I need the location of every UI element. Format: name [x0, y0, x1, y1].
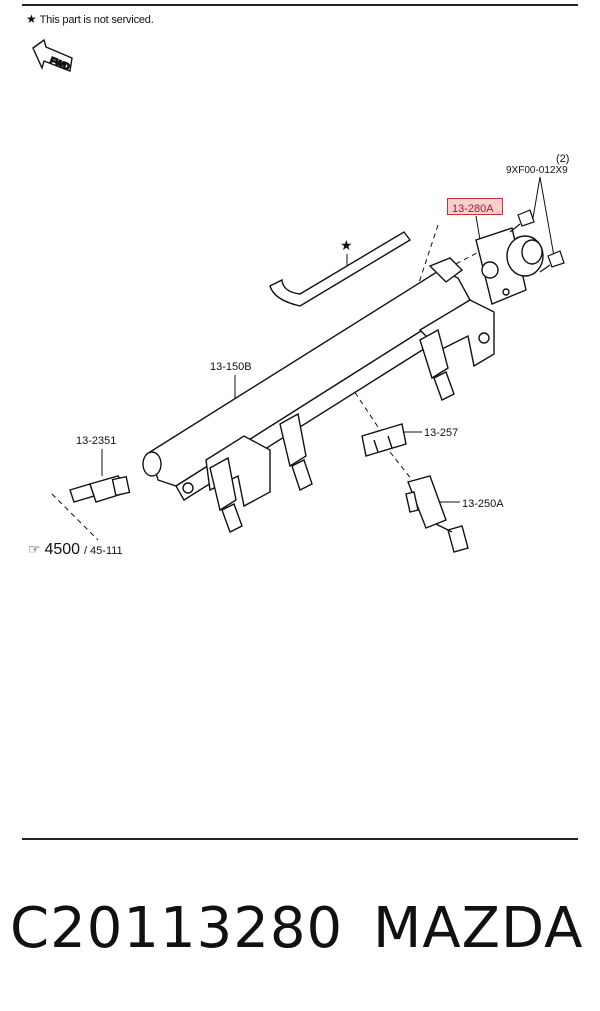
- brand-name: MAZDA: [373, 896, 584, 961]
- fuel-rail: [142, 257, 495, 508]
- qty-label: (2): [556, 153, 569, 165]
- fuel-rail-diagram: FWD (2) 9XF00-012X9 13-280A ★ 13-150B 13…: [32, 38, 569, 553]
- reference-page: / 45-111: [83, 545, 123, 557]
- reference-link[interactable]: ☞ 4500 / 45-111: [28, 541, 123, 559]
- sensor-part: [69, 475, 131, 503]
- part-number: C20113280: [10, 896, 344, 961]
- bolt-label: 9XF00-012X9: [506, 165, 568, 176]
- injector-label: 13-250A: [462, 498, 504, 510]
- sensor-label: 13-2351: [76, 435, 116, 447]
- not-serviced-note: ★This part is not serviced.: [26, 12, 154, 26]
- reference-icon: ☞: [28, 541, 41, 557]
- top-rule: [22, 4, 578, 6]
- note-text: This part is not serviced.: [39, 14, 154, 26]
- hose-star: ★: [340, 237, 353, 253]
- rail-label: 13-150B: [210, 361, 252, 373]
- clip-part: [361, 423, 407, 457]
- regulator-label[interactable]: 13-280A: [452, 203, 494, 215]
- spare-injector: [405, 475, 469, 553]
- bottom-rule: [22, 838, 578, 840]
- star-icon: ★: [26, 12, 37, 26]
- clip-label: 13-257: [424, 427, 458, 439]
- bolts: [509, 209, 565, 273]
- fwd-arrow-icon: FWD: [32, 38, 73, 73]
- rail-injectors: [209, 328, 455, 533]
- highlighted-part-box[interactable]: [447, 198, 503, 215]
- reference-number: 4500: [44, 541, 81, 558]
- return-hose: [269, 231, 412, 307]
- pressure-regulator[interactable]: [475, 227, 544, 305]
